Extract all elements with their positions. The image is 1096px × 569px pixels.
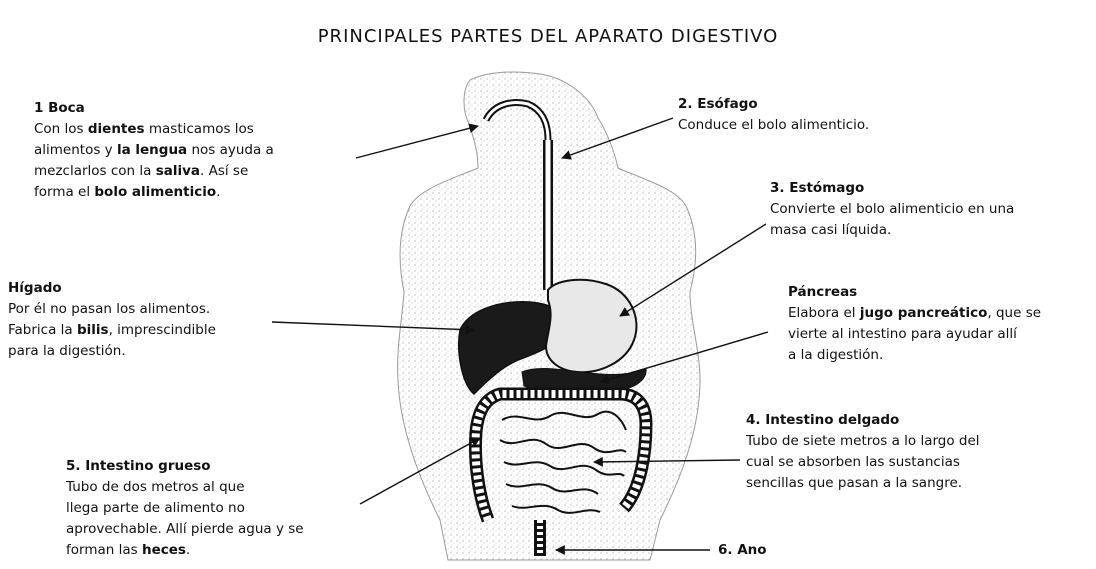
label-higado-body: Por él no pasan los alimentos.Fabrica la… [8,299,216,362]
label-boca-body: Con los dientes masticamos losalimentos … [34,119,274,203]
label-line: mezclarlos con la saliva. Así se [34,161,274,182]
label-line: cual se absorben las sustancias [746,452,980,473]
label-line: Conduce el bolo alimenticio. [678,115,869,136]
label-line: Elabora el jugo pancreático, que se [788,303,1041,324]
label-ano-title: 6. Ano [718,540,767,561]
label-line: Tubo de dos metros al que [66,477,304,498]
label-esofago-title: 2. Esófago [678,94,869,115]
label-pancreas-body: Elabora el jugo pancreático, que seviert… [788,303,1041,366]
label-higado-title: Hígado [8,278,216,299]
label-ano: 6. Ano [718,540,767,561]
label-line: alimentos y la lengua nos ayuda a [34,140,274,161]
label-line: vierte al intestino para ayudar allí [788,324,1041,345]
label-boca: 1 Boca Con los dientes masticamos losali… [34,98,274,203]
label-intestino-delgado-title: 4. Intestino delgado [746,410,980,431]
label-line: Con los dientes masticamos los [34,119,274,140]
label-line: para la digestión. [8,341,216,362]
label-line: masa casi líquida. [770,220,1014,241]
label-intestino-grueso: 5. Intestino grueso Tubo de dos metros a… [66,456,304,561]
label-estomago: 3. Estómago Convierte el bolo alimentici… [770,178,1014,241]
label-line: a la digestión. [788,345,1041,366]
label-esofago: 2. Esófago Conduce el bolo alimenticio. [678,94,869,136]
label-intestino-grueso-title: 5. Intestino grueso [66,456,304,477]
label-estomago-title: 3. Estómago [770,178,1014,199]
label-line: Convierte el bolo alimenticio en una [770,199,1014,220]
label-higado: Hígado Por él no pasan los alimentos.Fab… [8,278,216,362]
label-line: llega parte de alimento no [66,498,304,519]
label-line: Por él no pasan los alimentos. [8,299,216,320]
label-line: forman las heces. [66,540,304,561]
label-line: aprovechable. Allí pierde agua y se [66,519,304,540]
label-pancreas: Páncreas Elabora el jugo pancreático, qu… [788,282,1041,366]
label-line: forma el bolo alimenticio. [34,182,274,203]
label-pancreas-title: Páncreas [788,282,1041,303]
label-esofago-body: Conduce el bolo alimenticio. [678,115,869,136]
pointer-boca [356,126,478,158]
label-estomago-body: Convierte el bolo alimenticio en unamasa… [770,199,1014,241]
label-boca-title: 1 Boca [34,98,274,119]
label-line: sencillas que pasan a la sangre. [746,473,980,494]
label-line: Tubo de siete metros a lo largo del [746,431,980,452]
label-intestino-delgado-body: Tubo de siete metros a lo largo delcual … [746,431,980,494]
label-intestino-delgado: 4. Intestino delgado Tubo de siete metro… [746,410,980,494]
label-line: Fabrica la bilis, imprescindible [8,320,216,341]
label-intestino-grueso-body: Tubo de dos metros al quellega parte de … [66,477,304,561]
